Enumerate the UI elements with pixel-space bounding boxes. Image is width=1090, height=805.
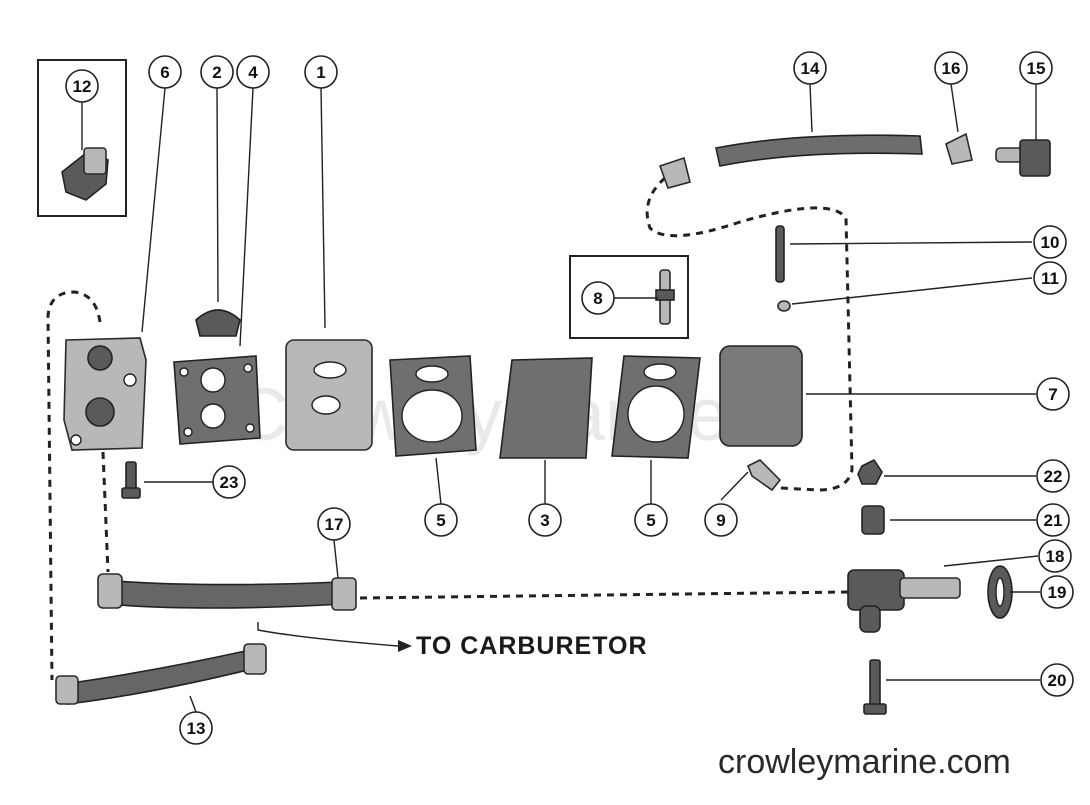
callout-13: 13 (179, 711, 213, 745)
callout-8: 8 (581, 281, 615, 315)
part-13-fuel-hose (55, 643, 267, 705)
to-carburetor-label: TO CARBURETOR (416, 632, 648, 660)
callout-23: 23 (212, 465, 246, 499)
svg-text:10: 10 (1041, 233, 1060, 252)
callout-11: 11 (1033, 261, 1067, 295)
svg-text:13: 13 (187, 719, 206, 738)
callout-2: 2 (200, 55, 234, 89)
svg-text:18: 18 (1046, 547, 1065, 566)
part-11-washer (777, 300, 791, 312)
part-8-fitting (655, 269, 675, 325)
dashed-route-hose-to-valve (359, 590, 849, 600)
part-5-gasket-left (389, 355, 477, 457)
callout-14: 14 (793, 51, 827, 85)
callout-21: 21 (1036, 503, 1070, 537)
svg-text:12: 12 (73, 77, 92, 96)
part-9-elbow (746, 459, 782, 492)
svg-text:11: 11 (1041, 269, 1059, 288)
svg-text:20: 20 (1048, 671, 1067, 690)
part-23-screw (121, 461, 141, 499)
svg-text:23: 23 (220, 473, 239, 492)
callout-3: 3 (528, 503, 562, 537)
dashed-route-right (645, 176, 854, 492)
part-4-gasket (173, 355, 261, 445)
leader-lines (81, 83, 1040, 713)
part-17-fuel-hose (97, 573, 357, 611)
callout-5-right: 5 (634, 503, 668, 537)
part-7-cover (719, 345, 803, 447)
svg-text:14: 14 (801, 59, 820, 78)
svg-text:9: 9 (716, 511, 725, 530)
callout-16: 16 (934, 51, 968, 85)
part-18-shutoff-valve (847, 569, 961, 633)
callout-4: 4 (236, 55, 270, 89)
part-16-clamp-left (658, 156, 691, 189)
part-19-seal-ring (987, 565, 1013, 619)
part-12-elbow-fitting (61, 147, 109, 201)
part-20-bolt (863, 659, 887, 715)
callout-9: 9 (704, 503, 738, 537)
callout-22: 22 (1036, 459, 1070, 493)
part-16-clamp-right (945, 132, 973, 165)
part-1-plate (285, 339, 373, 451)
part-3-diaphragm (499, 357, 593, 459)
callout-20: 20 (1040, 663, 1074, 697)
svg-text:7: 7 (1048, 385, 1057, 404)
part-22-nut (857, 458, 883, 485)
part-15-elbow-fitting (995, 139, 1051, 177)
dashed-route-left (46, 290, 102, 681)
svg-text:3: 3 (540, 511, 549, 530)
dashed-route-pump-to-hose (101, 451, 110, 573)
part-5-gasket-right (611, 355, 701, 459)
part-2-cap (195, 309, 241, 337)
callout-5-left: 5 (424, 503, 458, 537)
svg-text:19: 19 (1048, 583, 1067, 602)
svg-text:22: 22 (1044, 467, 1063, 486)
svg-text:17: 17 (325, 515, 344, 534)
svg-text:4: 4 (248, 63, 258, 82)
part-14-hose (715, 134, 923, 167)
inset-box-12 (37, 59, 127, 217)
arrowhead (398, 640, 412, 652)
part-6-fuel-pump-body (63, 337, 147, 451)
svg-text:6: 6 (160, 63, 169, 82)
to-carburetor-arrow (257, 622, 399, 647)
callout-12: 12 (65, 69, 99, 103)
svg-text:15: 15 (1027, 59, 1046, 78)
svg-text:2: 2 (212, 63, 221, 82)
inset-box-8 (569, 255, 689, 339)
callout-19: 19 (1040, 575, 1074, 609)
svg-text:8: 8 (593, 289, 602, 308)
callout-15: 15 (1019, 51, 1053, 85)
part-21-spring (861, 505, 885, 535)
callout-10: 10 (1033, 225, 1067, 259)
callout-6: 6 (148, 55, 182, 89)
svg-text:16: 16 (942, 59, 961, 78)
svg-text:21: 21 (1044, 511, 1063, 530)
callout-7: 7 (1036, 377, 1070, 411)
svg-text:5: 5 (646, 511, 655, 530)
callout-17: 17 (317, 507, 351, 541)
svg-text:5: 5 (436, 511, 445, 530)
part-10-screw (775, 225, 785, 283)
callout-18: 18 (1038, 539, 1072, 573)
callout-1: 1 (304, 55, 338, 89)
svg-text:1: 1 (316, 63, 325, 82)
site-label: crowleymarine.com (718, 743, 1011, 781)
